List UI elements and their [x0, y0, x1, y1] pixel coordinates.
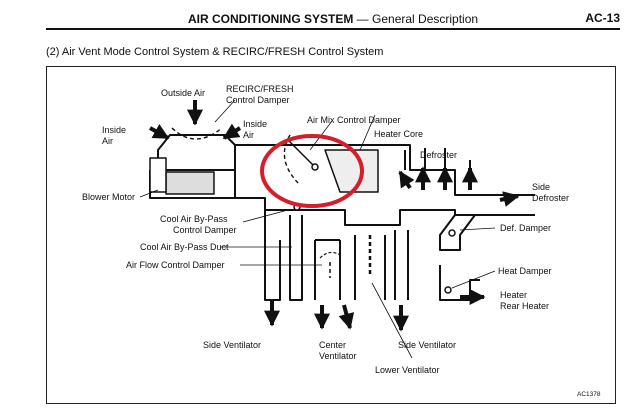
highlight-circle	[260, 134, 364, 208]
label-heater-core: Heater Core	[374, 129, 424, 139]
label-outside-air: Outside Air	[161, 88, 206, 98]
label-def-damper: Def. Damper	[500, 223, 552, 233]
recirc-damper-arc	[171, 127, 223, 140]
side-vent-duct-left	[264, 210, 281, 301]
header-rule	[46, 28, 620, 30]
header-title: AIR CONDITIONING SYSTEM	[188, 12, 354, 26]
side-vent-duct-right	[394, 230, 409, 300]
label-center-vent-2: Ventilator	[319, 351, 357, 361]
figure-code: AC1378	[577, 391, 601, 398]
label-inside-air-right-1: Inside	[243, 119, 268, 129]
label-defroster: Defroster	[420, 150, 458, 160]
center-vent-duct	[314, 239, 341, 300]
label-inside-air-left-1: Inside	[102, 125, 127, 135]
defroster-duct	[404, 148, 471, 170]
lower-duct	[354, 235, 386, 300]
label-inside-air-right-2: Air	[243, 130, 254, 140]
flow-damper-arc	[319, 251, 343, 259]
label-heater-1: Heater	[500, 290, 528, 300]
intake-housing	[157, 134, 236, 171]
label-side-defroster-1: Side	[532, 182, 551, 192]
heater-plenum	[439, 265, 480, 301]
label-air-mix-damper: Air Mix Control Damper	[307, 115, 401, 125]
label-side-defroster-2: Defroster	[532, 193, 570, 203]
label-cool-bypass-1: Cool Air By-Pass	[160, 214, 228, 224]
label-recirc-2: Control Damper	[226, 95, 290, 105]
cool-bypass-duct	[289, 215, 303, 301]
label-lower-vent: Lower Ventilator	[375, 365, 440, 375]
diagram-frame	[46, 66, 616, 404]
heater-core	[324, 149, 379, 193]
def-plenum	[439, 214, 476, 251]
page-header: AIR CONDITIONING SYSTEM — General Descri…	[188, 12, 478, 26]
label-center-vent-1: Center	[319, 340, 347, 350]
blower-motor-body	[149, 157, 167, 193]
page-number: AC-13	[585, 11, 620, 25]
blower-fan	[165, 171, 215, 195]
label-cool-duct: Cool Air By-Pass Duct	[140, 242, 229, 252]
heat-damper-pivot	[444, 286, 452, 294]
label-inside-air-left-2: Air	[102, 136, 113, 146]
label-side-vent-left: Side Ventilator	[203, 340, 262, 350]
header-dash: —	[353, 12, 373, 26]
label-heater-2: Rear Heater	[500, 301, 550, 311]
air-mix-damper-arc	[283, 134, 301, 186]
section-title: (2) Air Vent Mode Control System & RECIR…	[46, 46, 384, 58]
header-subtitle: General Description	[372, 12, 479, 26]
label-recirc-1: RECIRC/FRESH	[226, 84, 294, 94]
label-flow-damper: Air Flow Control Damper	[126, 260, 225, 270]
def-damper-pivot	[448, 229, 456, 237]
label-heat-damper: Heat Damper	[498, 266, 552, 276]
label-blower-motor: Blower Motor	[82, 192, 136, 202]
main-duct	[235, 144, 535, 196]
label-cool-bypass-2: Control Damper	[173, 225, 237, 235]
label-side-vent-right: Side Ventilator	[398, 340, 457, 350]
